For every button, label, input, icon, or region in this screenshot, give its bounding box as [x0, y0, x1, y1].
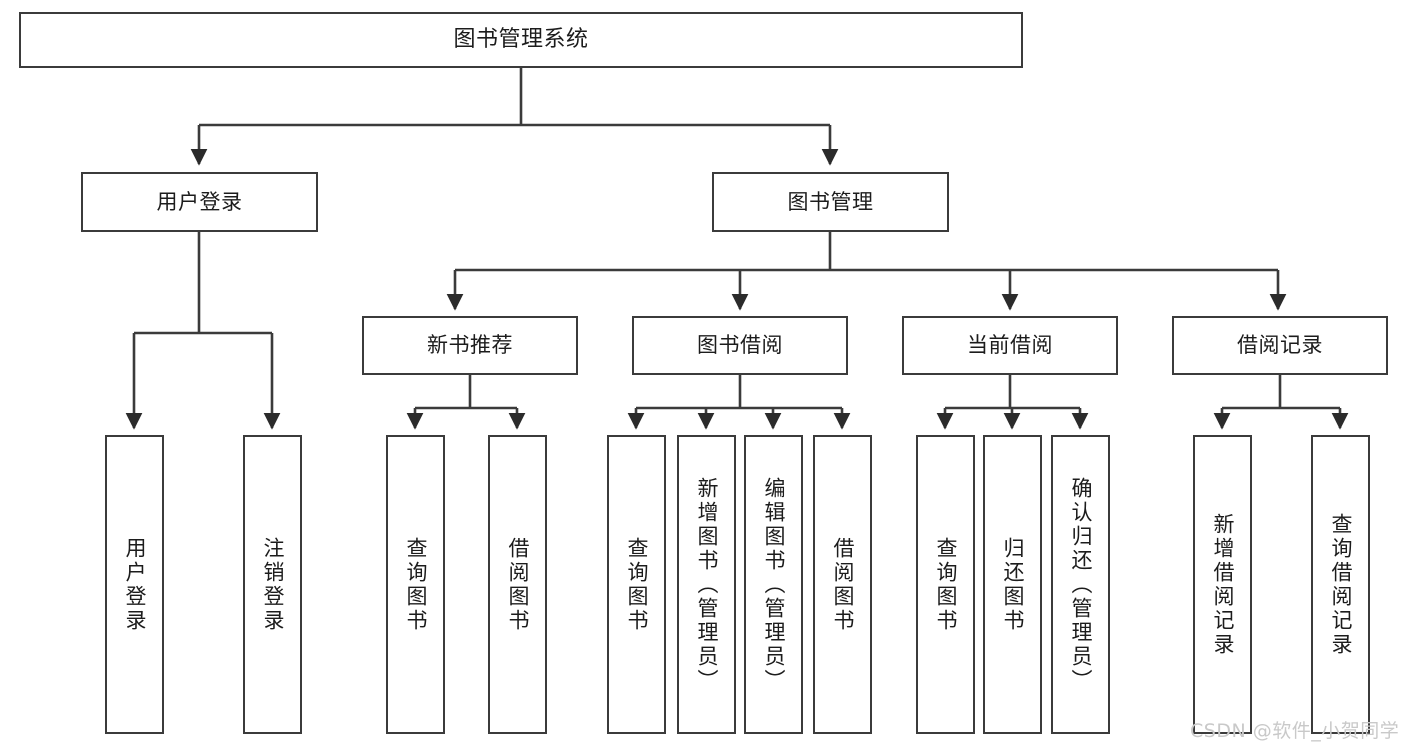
node-leaf-borrow-book-2[interactable]: 借阅图书	[813, 435, 872, 734]
node-book-manage-label: 图书管理	[787, 189, 874, 214]
node-leaf-user-logout[interactable]: 注销登录	[243, 435, 302, 734]
node-leaf-query-record[interactable]: 查询借阅记录	[1311, 435, 1370, 734]
node-book-manage[interactable]: 图书管理	[712, 172, 949, 232]
node-leaf-add-record[interactable]: 新增借阅记录	[1193, 435, 1252, 734]
node-root[interactable]: 图书管理系统	[19, 12, 1023, 68]
node-leaf-query-book-2[interactable]: 查询图书	[607, 435, 666, 734]
node-new-book-recommend[interactable]: 新书推荐	[362, 316, 578, 375]
node-new-book-recommend-label: 新书推荐	[427, 333, 513, 358]
node-leaf-add-book-label: 新增图书（管理员）	[695, 476, 719, 693]
node-current-borrow[interactable]: 当前借阅	[902, 316, 1118, 375]
node-leaf-query-record-label: 查询借阅记录	[1329, 512, 1353, 657]
node-borrow-record-label: 借阅记录	[1237, 333, 1323, 358]
node-root-label: 图书管理系统	[453, 27, 589, 53]
node-leaf-confirm-return-label: 确认归还（管理员）	[1069, 476, 1093, 693]
node-leaf-query-book-3[interactable]: 查询图书	[916, 435, 975, 734]
node-leaf-query-book-1[interactable]: 查询图书	[386, 435, 445, 734]
node-leaf-add-record-label: 新增借阅记录	[1211, 512, 1235, 657]
node-leaf-return-book-label: 归还图书	[1001, 536, 1025, 633]
node-leaf-user-login[interactable]: 用户登录	[105, 435, 164, 734]
node-leaf-user-logout-label: 注销登录	[261, 536, 285, 633]
node-leaf-borrow-book-1[interactable]: 借阅图书	[488, 435, 547, 734]
node-current-borrow-label: 当前借阅	[967, 333, 1053, 358]
node-leaf-borrow-book-2-label: 借阅图书	[831, 536, 855, 633]
node-leaf-return-book[interactable]: 归还图书	[983, 435, 1042, 734]
node-leaf-query-book-2-label: 查询图书	[625, 536, 649, 633]
node-leaf-query-book-1-label: 查询图书	[404, 536, 428, 633]
node-leaf-edit-book[interactable]: 编辑图书（管理员）	[744, 435, 803, 734]
node-leaf-borrow-book-1-label: 借阅图书	[506, 536, 530, 633]
node-user-login-label: 用户登录	[156, 189, 243, 214]
node-book-borrow-label: 图书借阅	[697, 333, 783, 358]
node-leaf-user-login-label: 用户登录	[123, 536, 147, 633]
node-borrow-record[interactable]: 借阅记录	[1172, 316, 1388, 375]
node-leaf-query-book-3-label: 查询图书	[934, 536, 958, 633]
node-leaf-add-book[interactable]: 新增图书（管理员）	[677, 435, 736, 734]
node-leaf-confirm-return[interactable]: 确认归还（管理员）	[1051, 435, 1110, 734]
node-book-borrow[interactable]: 图书借阅	[632, 316, 848, 375]
node-leaf-edit-book-label: 编辑图书（管理员）	[762, 476, 786, 693]
node-user-login[interactable]: 用户登录	[81, 172, 318, 232]
